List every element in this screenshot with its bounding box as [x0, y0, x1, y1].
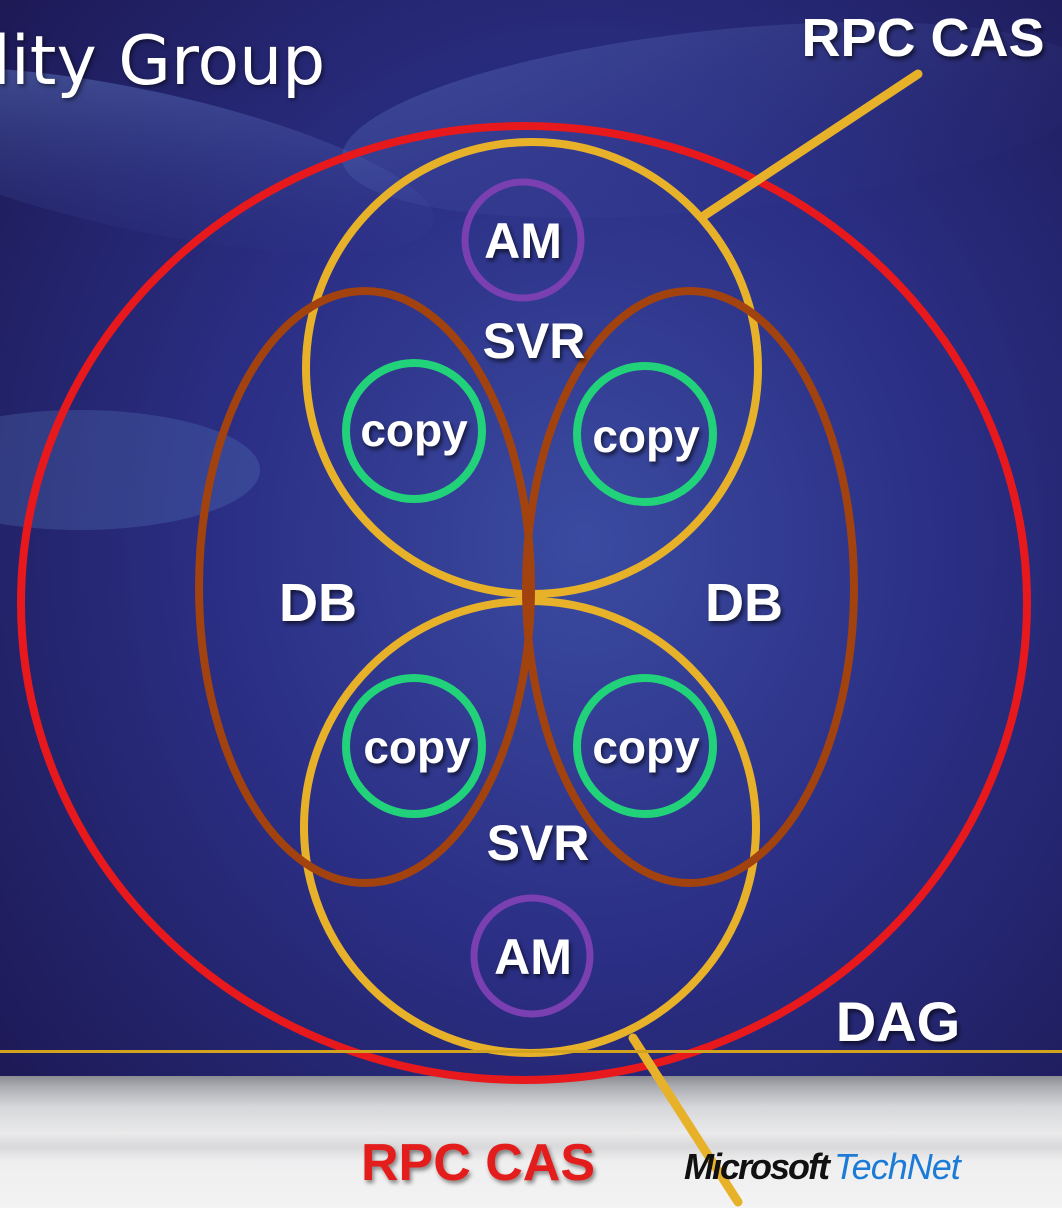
copy-label-top-left: copy	[360, 404, 468, 456]
slide-title: lity Group	[0, 22, 326, 101]
logo-technet: TechNet	[834, 1146, 961, 1187]
rpc-cas-top-label: RPC CAS	[801, 8, 1044, 68]
svr-label-top: SVR	[483, 313, 586, 369]
database-ring-left	[195, 287, 535, 887]
copy-ring-bottom-left	[342, 674, 486, 818]
copy-label-bottom-right: copy	[592, 721, 700, 773]
am-ring-bottom	[470, 894, 594, 1018]
db-label-left: DB	[279, 573, 357, 633]
svr-label-bottom: SVR	[487, 815, 590, 871]
copy-label-bottom-left: copy	[363, 721, 471, 773]
dag-label: DAG	[836, 990, 960, 1053]
background-streak	[0, 410, 260, 530]
footer-divider-line	[0, 1050, 1062, 1053]
background-streak	[0, 67, 434, 253]
am-ring-top	[461, 178, 585, 302]
copy-ring-top-right	[573, 362, 717, 506]
copy-label-top-right: copy	[592, 410, 700, 462]
footer-band	[0, 1076, 1062, 1208]
background-streak	[341, 22, 1062, 218]
logo-microsoft: Microsoft	[684, 1146, 830, 1187]
am-label-bottom: AM	[494, 929, 572, 985]
rpc-cas-top-connector	[700, 69, 923, 220]
am-label-top: AM	[484, 213, 562, 269]
copy-ring-top-left	[342, 359, 486, 503]
database-ring-right	[522, 287, 858, 887]
copy-ring-bottom-right	[573, 674, 717, 818]
db-label-right: DB	[705, 573, 783, 633]
